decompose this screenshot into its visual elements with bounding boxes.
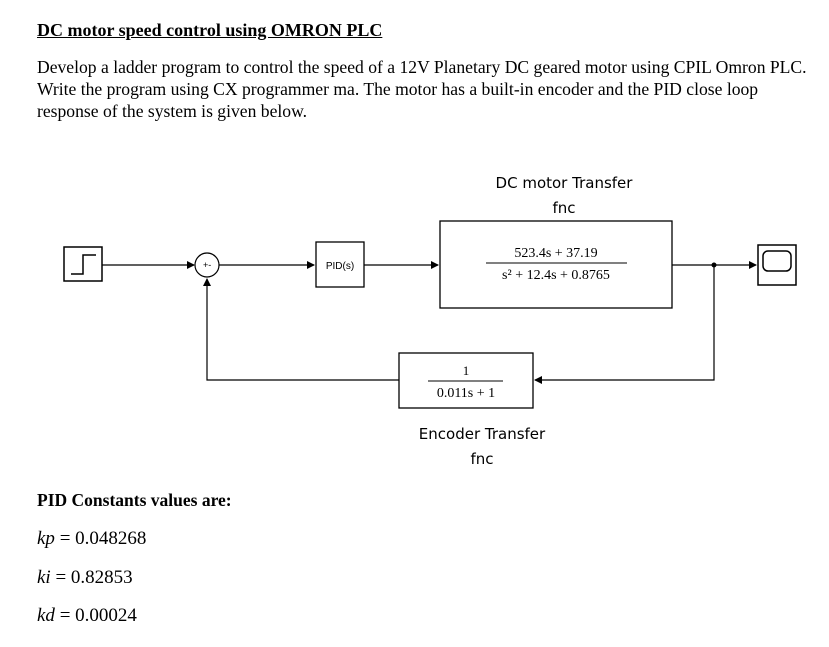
signal-feedback-to-encoder bbox=[534, 265, 715, 384]
scope-block[interactable] bbox=[757, 244, 797, 286]
constant-kp-value: = 0.048268 bbox=[59, 528, 147, 549]
plant-label-line2: fnc bbox=[552, 199, 575, 217]
constant-kd-name: kd bbox=[37, 605, 55, 626]
encoder-transfer-block[interactable]: 1 0.011s + 1 bbox=[398, 352, 534, 409]
constant-ki-name: ki bbox=[37, 567, 51, 588]
intro-paragraph: Develop a ladder program to control the … bbox=[37, 57, 807, 121]
sum-signs: +- bbox=[203, 260, 211, 270]
plant-numerator: 523.4s + 37.19 bbox=[514, 246, 597, 261]
document-title: DC motor speed control using OMRON PLC bbox=[37, 20, 383, 40]
pid-block-label: PID(s) bbox=[326, 261, 354, 272]
encoder-label-line1: Encoder Transfer bbox=[419, 425, 546, 443]
constant-ki: ki = 0.82853 bbox=[37, 567, 133, 589]
encoder-denominator: 0.011s + 1 bbox=[437, 386, 495, 401]
encoder-label-line2: fnc bbox=[470, 450, 493, 468]
constant-kp: kp = 0.048268 bbox=[37, 528, 146, 550]
signal-encoder-to-sum bbox=[203, 278, 399, 381]
sum-block[interactable]: +- bbox=[194, 252, 220, 278]
pid-constants-heading: PID Constants values are: bbox=[37, 490, 232, 510]
constant-kp-name: kp bbox=[37, 528, 55, 549]
pid-block[interactable]: PID(s) bbox=[315, 241, 365, 288]
plant-transfer-block[interactable]: 523.4s + 37.19 s² + 12.4s + 0.8765 bbox=[439, 220, 673, 309]
constant-kd: kd = 0.00024 bbox=[37, 605, 137, 627]
step-source-icon bbox=[71, 254, 96, 275]
constant-ki-value: = 0.82853 bbox=[55, 567, 133, 588]
plant-label-line1: DC motor Transfer bbox=[496, 174, 634, 192]
constant-kd-value: = 0.00024 bbox=[59, 605, 137, 626]
block-diagram: +- PID(s) DC motor Transfer fnc 523.4s +… bbox=[63, 174, 797, 468]
plant-denominator: s² + 12.4s + 0.8765 bbox=[502, 268, 610, 283]
step-source-block[interactable] bbox=[63, 246, 103, 282]
scope-icon bbox=[762, 250, 792, 272]
encoder-numerator: 1 bbox=[463, 363, 470, 378]
